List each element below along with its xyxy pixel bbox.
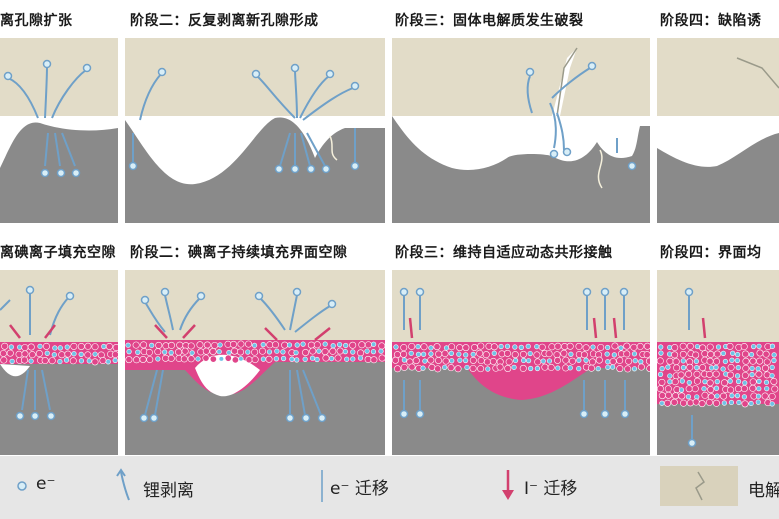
panel-title-r2-3: 阶段三：维持自适应动态共形接触 [395,245,613,261]
legend-electron-label: e⁻ [36,474,56,494]
panel-title-r1-4: 阶段四：缺陷诱 [660,13,762,29]
legend-electrolyte-label: 电解 [748,481,779,501]
panel-title-r1-1: 离孔隙扩张 [0,13,73,29]
panel-r1-2 [125,38,385,223]
iodide-arrow-icon [502,470,514,500]
panel-r2-4 [657,270,779,455]
panel-title-r1-3: 阶段三：固体电解质发生破裂 [395,13,584,29]
panel-r1-1 [0,38,118,223]
legend-iodide-migration-label: I⁻ 迁移 [524,479,578,499]
panel-title-r2-4: 阶段四：界面均 [660,245,762,261]
electrolyte-swatch-icon [660,466,738,506]
panel-title-r2-2: 阶段二：碘离子持续填充界面空隙 [130,245,348,261]
legend-bar: e⁻ 锂剥离 e⁻ 迁移 I⁻ 迁移 电解 [0,456,779,519]
stripping-arrow-icon [116,468,130,501]
panel-r2-2 [125,270,385,455]
electron-migration-line-icon [321,470,323,502]
panel-r2-1 [0,270,118,455]
panel-title-r2-1: 离碘离子填充空隙 [0,245,116,261]
panel-r1-3 [392,38,650,223]
legend-electron-migration-label: e⁻ 迁移 [330,479,389,499]
panel-r2-3 [392,270,650,455]
panel-title-r1-2: 阶段二：反复剥离新孔隙形成 [130,13,319,29]
panel-r1-4 [657,38,779,223]
electron-icon [17,481,27,491]
legend-stripping-label: 锂剥离 [143,481,194,501]
